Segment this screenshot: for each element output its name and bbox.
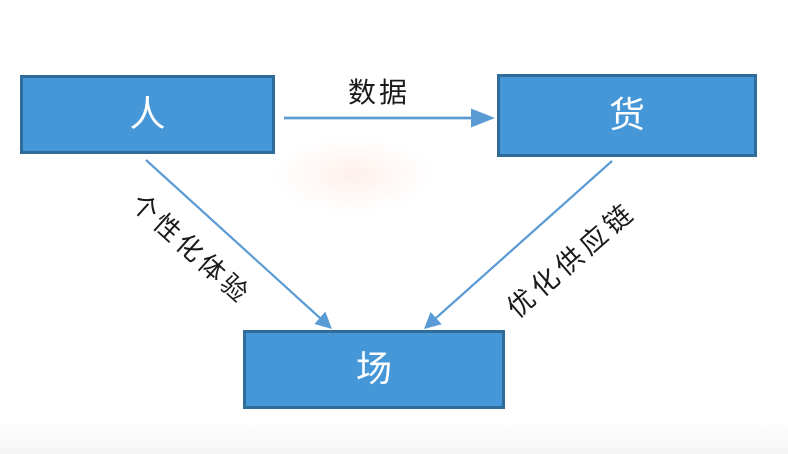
node-goods: 货	[497, 74, 757, 157]
arrow-head-icon	[424, 312, 442, 329]
arrow-goods-to-venue	[424, 160, 613, 329]
edge-label-data: 数据	[347, 76, 411, 109]
arrow-head-icon	[471, 108, 495, 128]
arrow-line	[435, 160, 613, 319]
node-person: 人	[20, 75, 275, 154]
node-venue-label: 场	[355, 348, 392, 390]
node-venue: 场	[243, 330, 505, 409]
arrow-person-to-goods	[284, 108, 495, 128]
arrow-person-to-venue	[145, 159, 332, 329]
arrow-line	[145, 159, 321, 319]
node-person-label: 人	[129, 93, 166, 135]
node-goods-label: 货	[608, 94, 645, 136]
arrow-head-icon	[314, 311, 332, 329]
